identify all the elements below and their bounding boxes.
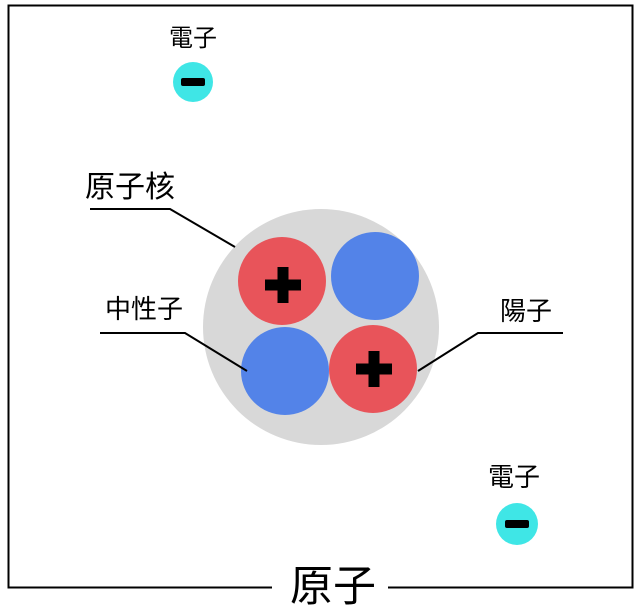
nucleus-leader-line xyxy=(90,208,236,248)
nucleus-label: 原子核 xyxy=(85,171,175,204)
neutron-circle xyxy=(331,232,419,320)
electron-bottom-label: 電子 xyxy=(488,462,540,492)
proton-leader-line xyxy=(417,332,563,372)
neutron-leader-line xyxy=(100,332,248,372)
plus-icon xyxy=(265,267,301,303)
minus-icon xyxy=(505,520,529,528)
neutron-circle xyxy=(241,327,329,415)
neutron-label: 中性子 xyxy=(105,294,183,324)
proton-label: 陽子 xyxy=(500,296,552,326)
electron-top-label: 電子 xyxy=(169,25,217,52)
diagram-title: 原子 xyxy=(290,563,376,611)
plus-icon xyxy=(356,351,392,387)
minus-icon xyxy=(181,78,205,86)
diagram-border xyxy=(7,4,634,589)
